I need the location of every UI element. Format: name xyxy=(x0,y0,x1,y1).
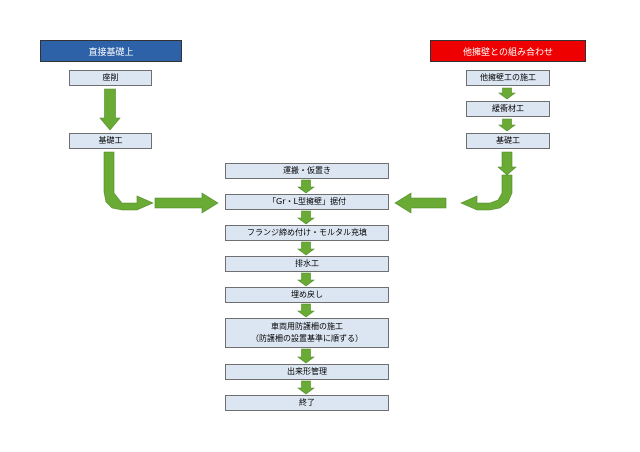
center-down-arrow-5 xyxy=(297,303,315,318)
center-step-guardrail: 車両用防護柵の施工 （防護柵の設置基準に順ずる） xyxy=(225,318,389,348)
left-bent-arrow xyxy=(103,151,154,211)
center-step-transport: 運搬・仮置き xyxy=(225,163,389,179)
center-step-inspection: 出来形管理 xyxy=(225,364,389,380)
center-down-arrow-3 xyxy=(297,241,315,256)
center-down-arrow-2 xyxy=(297,210,315,225)
right-down-arrow-1 xyxy=(498,87,516,100)
right-step-foundation: 基礎工 xyxy=(466,133,550,149)
center-down-arrow-7 xyxy=(297,380,315,395)
right-bent-arrow xyxy=(460,174,513,211)
guardrail-note: （防護柵の設置基準に順ずる） xyxy=(251,334,363,343)
center-down-arrow-6 xyxy=(297,348,315,364)
left-column-header: 直接基礎上 xyxy=(40,40,182,62)
center-step-end: 終了 xyxy=(225,395,389,411)
center-step-backfill: 埋め戻し xyxy=(225,287,389,303)
right-down-arrow-2 xyxy=(498,118,516,132)
right-down-arrow-3 xyxy=(497,151,517,176)
left-step-excavation: 座削 xyxy=(69,70,152,86)
center-step-drainage: 排水工 xyxy=(225,256,389,272)
right-to-center-arrow xyxy=(394,192,447,214)
center-down-arrow-4 xyxy=(297,272,315,287)
center-step-installation: 「Gr・L型擁壁」据付 xyxy=(225,194,389,210)
guardrail-title: 車両用防護柵の施工 xyxy=(271,322,343,331)
left-step-foundation: 基礎工 xyxy=(69,133,152,149)
right-column-header: 他擁壁との組み合わせ xyxy=(430,40,586,62)
center-down-arrow-1 xyxy=(297,179,315,194)
left-to-center-arrow xyxy=(154,192,219,214)
center-step-flange-mortar: フランジ締め付け・モルタル充填 xyxy=(225,225,389,241)
right-step-other-wall: 他擁壁工の施工 xyxy=(466,70,550,86)
right-step-cushion: 緩衝材工 xyxy=(466,101,550,117)
left-down-arrow xyxy=(99,88,121,131)
